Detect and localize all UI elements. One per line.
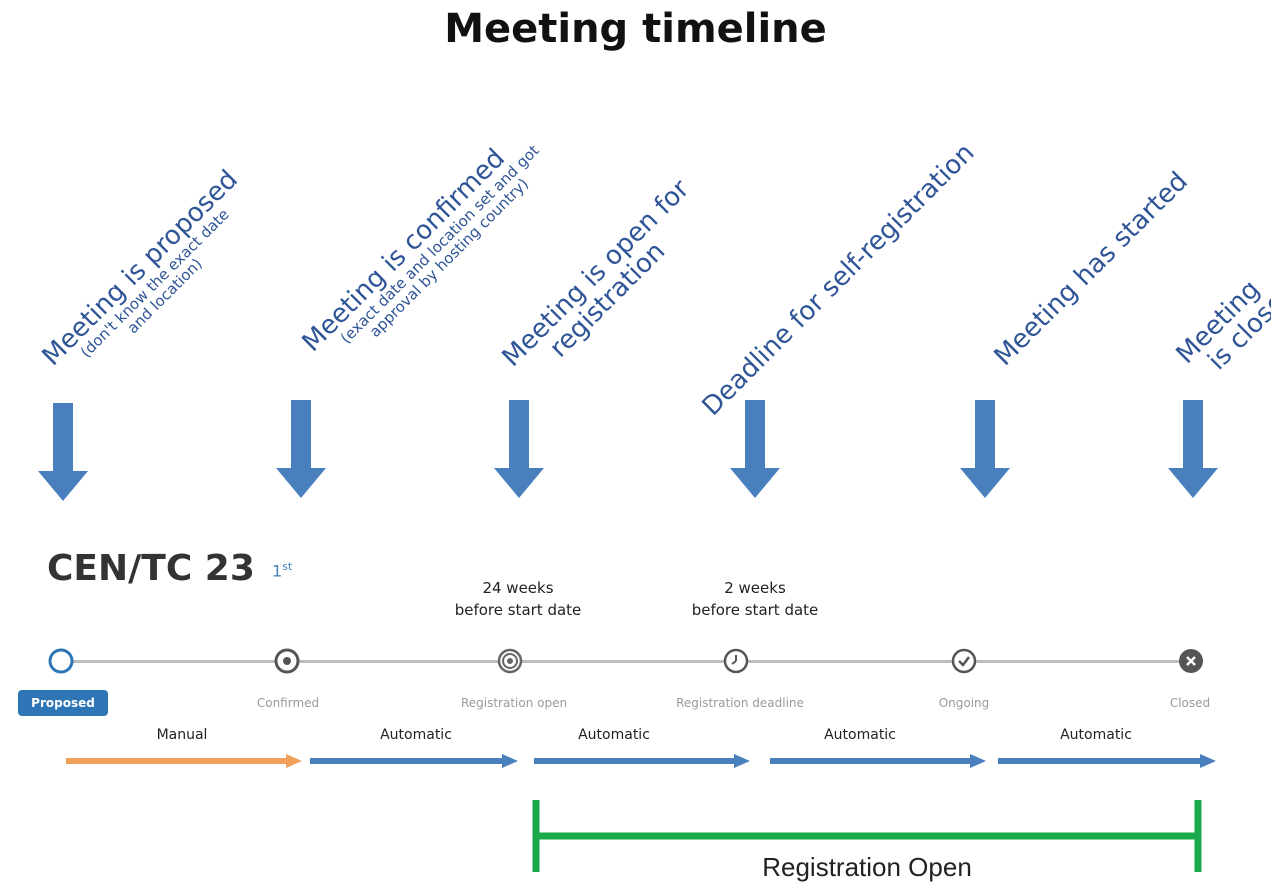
annotation-deadline: Deadline for self-registration — [696, 137, 981, 422]
annotation-confirmed-sub1: (exact date and location set and got — [337, 141, 543, 348]
state-label-closed: Closed — [1169, 696, 1211, 710]
annotation-proposed: Meeting is proposed (don't know the exac… — [36, 164, 266, 394]
down-arrow-icon — [1168, 400, 1218, 498]
note-line2: before start date — [691, 600, 819, 619]
state-label-ongoing: Ongoing — [938, 696, 990, 710]
annotation-confirmed-main: Meeting is confirmed — [296, 143, 512, 358]
state-label-registration-open: Registration open — [460, 696, 568, 710]
circle-outline-icon — [48, 648, 74, 674]
down-arrow-icon — [276, 400, 326, 498]
clock-icon — [723, 648, 749, 674]
state-label-confirmed: Confirmed — [256, 696, 320, 710]
close-circle-icon — [1179, 649, 1203, 673]
transition-label-automatic: Automatic — [1060, 727, 1132, 743]
committee-name: CEN/TC 23 — [47, 548, 255, 589]
automatic-arrow-icon — [998, 754, 1216, 768]
automatic-arrow-icon — [310, 754, 518, 768]
status-badge-proposed: Proposed — [18, 690, 108, 716]
transition-label-automatic: Automatic — [578, 727, 650, 743]
automatic-arrow-icon — [770, 754, 986, 768]
committee-ordinal-suffix: st — [282, 560, 293, 573]
target-icon — [497, 648, 523, 674]
committee-ordinal: 1st — [272, 560, 292, 580]
annotation-registration-open-main2: registration — [544, 236, 672, 364]
annotation-deadline-main: Deadline for self-registration — [696, 137, 981, 422]
annotation-closed: Meeting is closed — [1171, 258, 1271, 389]
note-line2: before start date — [454, 600, 582, 619]
down-arrow-icon — [730, 400, 780, 498]
registration-open-bracket — [532, 800, 1202, 872]
manual-arrow-icon — [66, 754, 302, 768]
annotation-started-main: Meeting has started — [988, 166, 1194, 372]
annotation-proposed-main: Meeting is proposed — [36, 164, 244, 372]
dot-circle-icon — [274, 648, 300, 674]
note-registration-open: 24 weeks before start date — [418, 578, 618, 622]
annotation-registration-open-main: Meeting is open for — [496, 174, 696, 373]
diagram-title: Meeting timeline — [444, 6, 827, 52]
note-line1: 24 weeks — [482, 579, 554, 597]
check-circle-icon — [951, 648, 977, 674]
transition-label-automatic: Automatic — [380, 727, 452, 743]
annotation-proposed-sub1: (don't know the exact date — [77, 205, 233, 362]
automatic-arrow-icon — [534, 754, 750, 768]
registration-open-label: Registration Open — [762, 852, 972, 882]
transition-label-manual: Manual — [156, 727, 208, 743]
annotation-registration-open: Meeting is open for registration — [496, 174, 714, 391]
down-arrow-icon — [960, 400, 1010, 498]
annotation-started: Meeting has started — [988, 166, 1194, 372]
transition-label-automatic: Automatic — [824, 727, 896, 743]
state-label-registration-deadline: Registration deadline — [676, 696, 804, 710]
committee-ordinal-number: 1 — [272, 561, 283, 581]
status-track — [62, 660, 1192, 663]
note-registration-deadline: 2 weeks before start date — [655, 578, 855, 622]
down-arrow-icon — [38, 403, 88, 501]
down-arrow-icon — [494, 400, 544, 498]
note-line1: 2 weeks — [724, 579, 786, 597]
